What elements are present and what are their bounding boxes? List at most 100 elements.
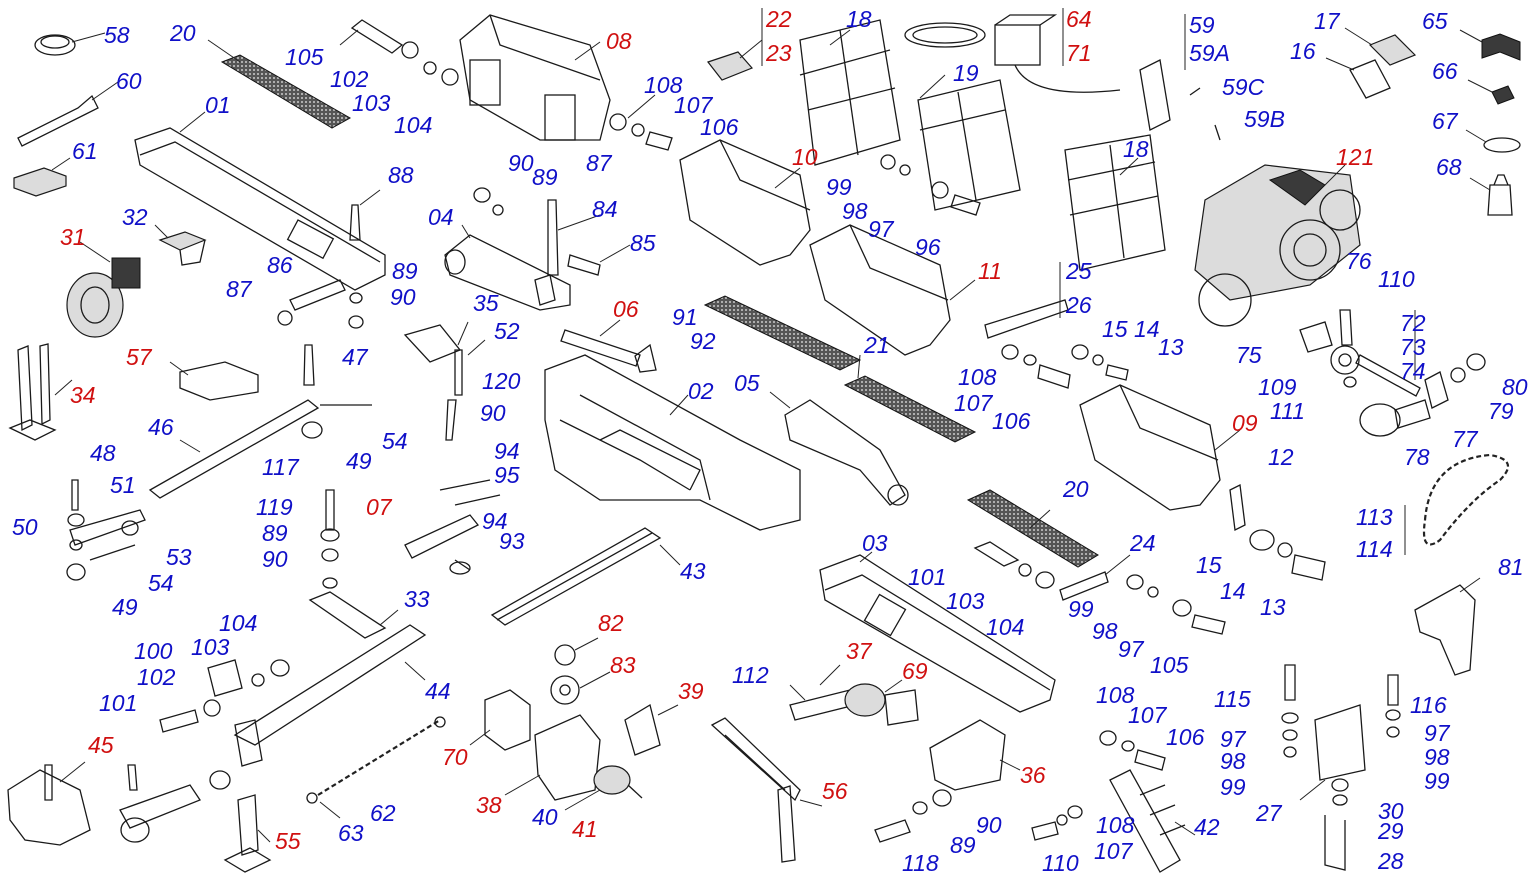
part-label-103b: 103: [946, 588, 985, 614]
part-label-48: 48: [90, 440, 116, 466]
part-113-114-chain: [1404, 453, 1510, 555]
part-label-34: 34: [70, 382, 96, 408]
part-label-93: 93: [499, 528, 525, 554]
part-label-18a: 18: [846, 6, 872, 32]
part-label-107d: 107: [1094, 838, 1133, 864]
part-label-12: 12: [1268, 444, 1294, 470]
part-label-22: 22: [766, 6, 792, 32]
part-25-26-plate: [984, 262, 1069, 339]
part-label-100: 100: [134, 638, 173, 664]
part-108-107-106-top: [609, 94, 673, 151]
part-label-97a: 97: [868, 216, 894, 242]
part-67-band: [1465, 129, 1521, 153]
part-label-92: 92: [690, 328, 716, 354]
part-label-102b: 102: [137, 664, 176, 690]
part-label-07: 07: [366, 494, 392, 520]
part-label-20a: 20: [170, 20, 196, 46]
part-label-98b: 98: [1092, 618, 1118, 644]
part-label-01: 01: [205, 92, 231, 118]
part-64-71-control-box: [904, 8, 1121, 93]
part-100-104-lower-left: [159, 659, 290, 733]
part-label-97d: 97: [1424, 720, 1450, 746]
part-21-mesh: [703, 295, 977, 443]
part-label-88: 88: [388, 162, 414, 188]
part-label-114: 114: [1356, 536, 1393, 562]
part-label-106a: 106: [700, 114, 739, 140]
part-label-65: 65: [1422, 8, 1448, 34]
part-label-108d: 108: [1096, 812, 1135, 838]
part-label-90d: 90: [262, 546, 288, 572]
part-label-49b: 49: [112, 594, 138, 620]
part-label-89b: 89: [392, 258, 418, 284]
part-55-jack: [223, 794, 272, 873]
part-70-38-40-41-gearbox: [469, 689, 643, 811]
part-label-36: 36: [1020, 762, 1046, 788]
part-label-15a: 15: [1102, 316, 1128, 342]
part-label-91: 91: [672, 304, 698, 330]
part-label-30: 30: [1378, 798, 1404, 824]
part-label-52: 52: [494, 318, 520, 344]
part-label-81: 81: [1498, 554, 1524, 580]
part-label-120: 120: [482, 368, 521, 394]
part-label-112: 112: [732, 662, 769, 688]
part-label-02: 02: [688, 378, 714, 404]
part-label-21: 21: [864, 332, 890, 358]
part-label-40: 40: [532, 804, 558, 830]
part-label-29: 29: [1378, 818, 1404, 844]
part-label-71: 71: [1066, 40, 1092, 66]
part-label-10: 10: [792, 144, 818, 170]
part-02-main-frame: [544, 354, 801, 531]
part-label-18b: 18: [1123, 136, 1149, 162]
part-label-28: 28: [1378, 848, 1404, 874]
part-label-04: 04: [428, 204, 454, 230]
part-label-89a: 89: [532, 164, 558, 190]
part-label-108b: 108: [958, 364, 997, 390]
part-32-plate: [154, 224, 207, 266]
part-label-27: 27: [1256, 800, 1282, 826]
part-label-59A: 59A: [1189, 40, 1230, 66]
part-label-72: 72: [1400, 310, 1426, 336]
part-label-31: 31: [60, 224, 86, 250]
part-11-housing: [809, 224, 976, 356]
part-label-58: 58: [104, 22, 130, 48]
part-label-121: 121: [1336, 144, 1375, 170]
part-33-44-frame: [233, 489, 427, 767]
part-label-13a: 13: [1158, 334, 1184, 360]
part-label-25: 25: [1066, 258, 1092, 284]
part-59-bracket: [1139, 14, 1221, 141]
part-label-102a: 102: [330, 66, 369, 92]
part-108-107-106-middle: [1001, 344, 1071, 389]
part-label-13b: 13: [1260, 594, 1286, 620]
part-label-73: 73: [1400, 334, 1426, 360]
part-57-cover: [169, 361, 259, 401]
part-62-63-chain: [306, 716, 446, 819]
part-81-bracket: [1414, 577, 1481, 676]
part-label-97c: 97: [1220, 726, 1246, 752]
part-label-109: 109: [1258, 374, 1297, 400]
part-08-housing: [459, 14, 611, 141]
part-label-105b: 105: [1150, 652, 1189, 678]
part-label-46: 46: [148, 414, 174, 440]
part-42-ladder-set: [1031, 730, 1196, 873]
part-label-38: 38: [476, 792, 502, 818]
part-15-14-13-upper: [1071, 344, 1129, 381]
part-61-pad: [13, 157, 71, 197]
part-label-63: 63: [338, 820, 364, 846]
part-09-housing: [1079, 384, 1241, 511]
part-105-104-bolt-set-top: [339, 19, 459, 86]
part-label-54a: 54: [382, 428, 408, 454]
part-label-39: 39: [678, 678, 704, 704]
part-label-104c: 104: [219, 610, 258, 636]
part-label-08: 08: [606, 28, 632, 54]
part-label-113: 113: [1356, 504, 1393, 530]
part-label-107c: 107: [1128, 702, 1167, 728]
part-label-107a: 107: [674, 92, 713, 118]
part-label-76: 76: [1346, 248, 1372, 274]
part-label-53: 53: [166, 544, 192, 570]
part-18-guard-right: [1064, 134, 1166, 271]
part-17-16-blocks: [1325, 27, 1417, 99]
part-label-55: 55: [275, 828, 301, 854]
part-20-mesh-top: [207, 39, 352, 129]
part-label-99a: 99: [826, 174, 852, 200]
part-45-hitch: [7, 761, 231, 846]
